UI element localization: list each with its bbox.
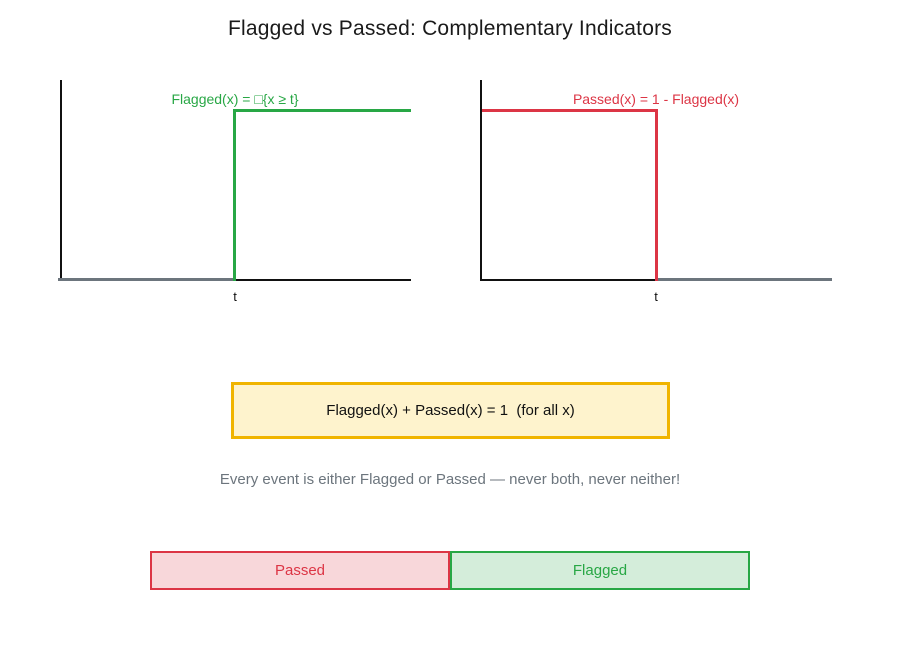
flagged-bar-segment: Flagged bbox=[450, 551, 750, 590]
zero-value-segment bbox=[58, 278, 235, 281]
y-axis bbox=[480, 80, 482, 280]
passed-step-plot: Passed(x) = 1 - Flagged(x) t bbox=[480, 80, 832, 308]
passed-bar-label: Passed bbox=[274, 562, 326, 579]
threshold-tick-label: t bbox=[233, 289, 237, 304]
figure-title: Flagged vs Passed: Complementary Indicat… bbox=[228, 17, 672, 40]
passed-bar-segment: Passed bbox=[150, 551, 450, 590]
identity-formula-text: Flagged(x) + Passed(x) = 1 (for all x) bbox=[326, 402, 575, 419]
partition-bar: Passed Flagged bbox=[150, 551, 750, 590]
flagged-function-label: Flagged(x) = □{x ≥ t} bbox=[171, 91, 299, 107]
y-axis bbox=[60, 80, 62, 280]
one-value-segment bbox=[482, 109, 658, 112]
passed-function-label: Passed(x) = 1 - Flagged(x) bbox=[572, 91, 740, 107]
flagged-bar-label: Flagged bbox=[572, 562, 628, 579]
threshold-tick-label: t bbox=[654, 289, 658, 304]
explanatory-note: Every event is either Flagged or Passed … bbox=[219, 471, 681, 488]
step-down-vertical-line bbox=[655, 109, 658, 281]
zero-value-segment bbox=[657, 278, 832, 281]
identity-formula-box: Flagged(x) + Passed(x) = 1 (for all x) bbox=[231, 382, 670, 439]
x-axis bbox=[480, 279, 657, 281]
flagged-step-plot: Flagged(x) = □{x ≥ t} t bbox=[58, 80, 412, 308]
step-up-vertical-line bbox=[233, 109, 236, 281]
one-value-segment bbox=[233, 109, 411, 112]
